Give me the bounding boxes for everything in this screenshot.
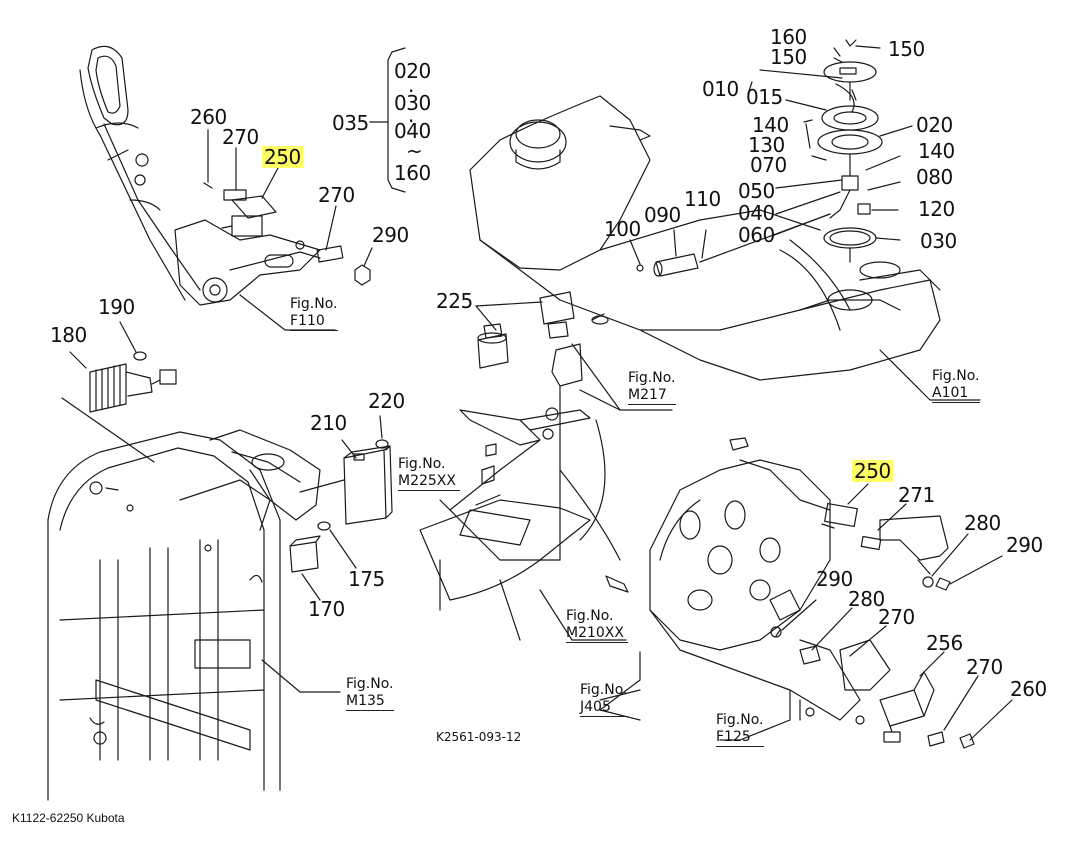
valve-assembly-drawing [600, 438, 1012, 748]
part-label-180[interactable]: 180 [50, 323, 87, 347]
range-tilde: ~ [406, 139, 423, 163]
bracket-035 [370, 48, 405, 192]
relay-drawing [290, 416, 392, 600]
regulator-drawing [62, 322, 176, 462]
drawing-code: K2561-093-12 [436, 730, 522, 744]
part-label-256[interactable]: 256 [926, 631, 963, 655]
switch-225-drawing [450, 292, 672, 560]
part-label-160[interactable]: 160 [394, 161, 431, 185]
part-label-110[interactable]: 110 [684, 187, 721, 211]
fig-ref-m210xx[interactable]: Fig.No. M210XX [566, 608, 628, 643]
fuel-tank-drawing [470, 96, 980, 400]
part-label-040[interactable]: 040 [738, 201, 775, 225]
part-label-270[interactable]: 270 [966, 655, 1003, 679]
fig-ref-number: A101 [932, 385, 980, 403]
fig-ref-number: M135 [346, 693, 394, 711]
part-label-260[interactable]: 260 [190, 105, 227, 129]
fig-ref-label: Fig.No. [290, 296, 338, 312]
part-label-290[interactable]: 290 [1006, 533, 1043, 557]
fig-ref-label: Fig.No. [580, 682, 628, 698]
part-label-150[interactable]: 150 [770, 45, 807, 69]
part-label-150[interactable]: 150 [888, 37, 925, 61]
part-label-290[interactable]: 290 [372, 223, 409, 247]
fig-ref-m225xx[interactable]: Fig.No. M225XX [398, 456, 460, 491]
part-label-040[interactable]: 040 [394, 119, 431, 143]
part-label-250-highlighted[interactable]: 250 [852, 459, 893, 483]
part-label-030[interactable]: 030 [920, 229, 957, 253]
part-label-270[interactable]: 270 [878, 605, 915, 629]
part-label-190[interactable]: 190 [98, 295, 135, 319]
part-label-070[interactable]: 070 [750, 153, 787, 177]
part-label-020[interactable]: 020 [394, 59, 431, 83]
fig-ref-j405[interactable]: Fig.No. J405 [580, 682, 628, 717]
part-label-175[interactable]: 175 [348, 567, 385, 591]
lever-assembly-drawing [80, 46, 372, 330]
fig-ref-number: M210XX [566, 625, 628, 643]
fig-ref-number: M225XX [398, 473, 460, 491]
part-label-170[interactable]: 170 [308, 597, 345, 621]
page-caption: K1122-62250 Kubota [12, 811, 125, 825]
part-label-020[interactable]: 020 [916, 113, 953, 137]
fig-ref-label: Fig.No. [932, 368, 980, 384]
part-label-271[interactable]: 271 [898, 483, 935, 507]
fig-ref-label: Fig.No. [346, 676, 394, 692]
part-label-015[interactable]: 015 [746, 85, 783, 109]
part-label-140[interactable]: 140 [752, 113, 789, 137]
dot-separator: · [408, 109, 414, 133]
part-label-100[interactable]: 100 [604, 217, 641, 241]
floor-panel-drawing [420, 420, 626, 640]
part-label-260[interactable]: 260 [1010, 677, 1047, 701]
part-label-030[interactable]: 030 [394, 91, 431, 115]
fig-ref-label: Fig.No. [398, 456, 446, 472]
fig-ref-a101[interactable]: Fig.No. A101 [932, 368, 980, 403]
fig-ref-label: Fig.No. [628, 370, 676, 386]
fig-ref-number: J405 [580, 699, 628, 717]
frame-drawing [48, 430, 340, 800]
part-label-280[interactable]: 280 [848, 587, 885, 611]
fig-ref-f110[interactable]: Fig.No. F110 [290, 296, 338, 331]
part-label-220[interactable]: 220 [368, 389, 405, 413]
part-label-270[interactable]: 270 [318, 183, 355, 207]
fig-ref-number: M217 [628, 387, 676, 405]
part-label-080[interactable]: 080 [916, 165, 953, 189]
part-label-140[interactable]: 140 [918, 139, 955, 163]
fig-ref-label: Fig.No. [566, 608, 614, 624]
fig-ref-f125[interactable]: Fig.No. F125 [716, 712, 764, 747]
fig-ref-m217[interactable]: Fig.No. M217 [628, 370, 676, 405]
part-label-210[interactable]: 210 [310, 411, 347, 435]
part-label-280[interactable]: 280 [964, 511, 1001, 535]
fig-ref-number: F125 [716, 729, 764, 747]
part-label-035[interactable]: 035 [332, 111, 369, 135]
dot-separator: · [408, 79, 414, 103]
part-label-250-highlighted[interactable]: 250 [262, 145, 303, 169]
part-label-225[interactable]: 225 [436, 289, 473, 313]
part-label-130[interactable]: 130 [748, 133, 785, 157]
part-label-050[interactable]: 050 [738, 179, 775, 203]
part-label-270[interactable]: 270 [222, 125, 259, 149]
part-label-060[interactable]: 060 [738, 223, 775, 247]
fig-ref-m135[interactable]: Fig.No. M135 [346, 676, 394, 711]
part-label-010[interactable]: 010 [702, 77, 739, 101]
part-label-160[interactable]: 160 [770, 25, 807, 49]
part-label-090[interactable]: 090 [644, 203, 681, 227]
fig-ref-label: Fig.No. [716, 712, 764, 728]
part-label-290[interactable]: 290 [816, 567, 853, 591]
fuel-filter-drawing [630, 214, 830, 276]
part-label-120[interactable]: 120 [918, 197, 955, 221]
fig-ref-number: F110 [290, 313, 338, 331]
